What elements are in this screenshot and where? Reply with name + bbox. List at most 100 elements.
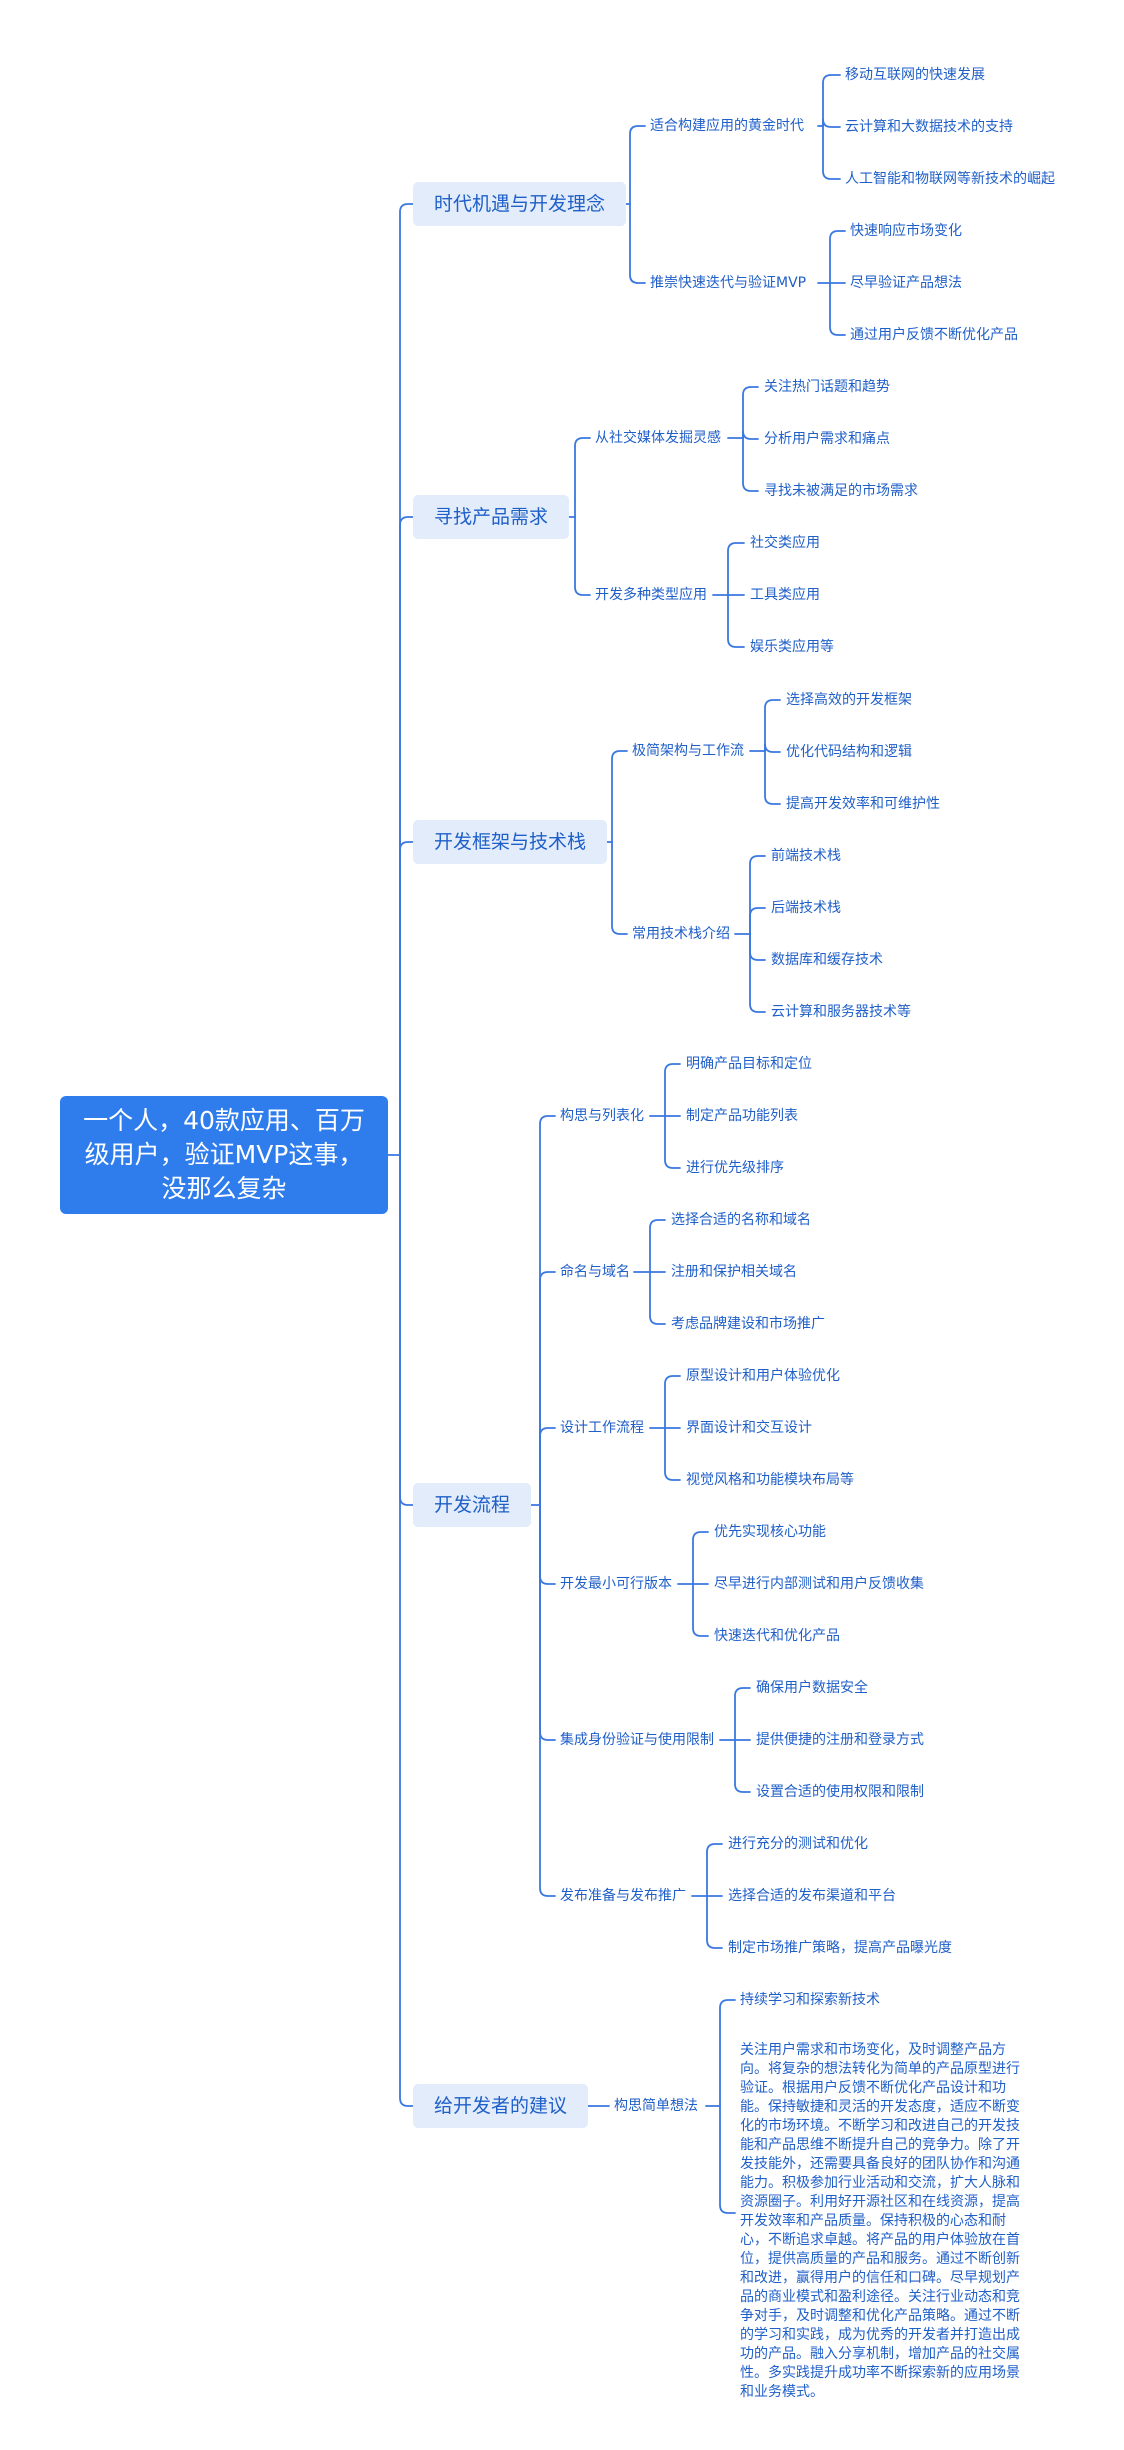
node-golden-era[interactable]: 适合构建应用的黄金时代 bbox=[650, 118, 804, 134]
node-social-inspiration[interactable]: 从社交媒体发掘灵感 bbox=[595, 430, 721, 446]
leaf-keep-learning[interactable]: 持续学习和探索新技术 bbox=[740, 1992, 880, 2008]
b0c1-fork-link-2 bbox=[829, 282, 846, 336]
b3c5-fork-link-2 bbox=[706, 1895, 723, 1949]
leaf-maintainability[interactable]: 提高开发效率和可维护性 bbox=[786, 796, 940, 812]
b2c1-fork-link-2 bbox=[749, 933, 766, 961]
node-minimal-architecture[interactable]: 极简架构与工作流 bbox=[632, 743, 744, 759]
branch-dev-process[interactable]: 开发流程 bbox=[413, 1483, 532, 1527]
leaf-entertainment-apps[interactable]: 娱乐类应用等 bbox=[750, 639, 834, 655]
b3-fork-link-0 bbox=[539, 1115, 556, 1506]
b3c2-fork-link-2 bbox=[664, 1427, 681, 1481]
b1c1-fork-link-0 bbox=[727, 542, 745, 596]
b2-fork-link-0 bbox=[611, 750, 628, 843]
leaf-feature-list[interactable]: 制定产品功能列表 bbox=[686, 1108, 798, 1124]
b2c1-fork-link-1 bbox=[749, 907, 766, 935]
node-tech-stack[interactable]: 常用技术栈介绍 bbox=[632, 926, 730, 942]
node-release-promotion[interactable]: 发布准备与发布推广 bbox=[560, 1888, 686, 1904]
node-design-workflow[interactable]: 设计工作流程 bbox=[560, 1420, 644, 1436]
branch-find-needs[interactable]: 寻找产品需求 bbox=[413, 495, 570, 539]
leaf-visual-layout[interactable]: 视觉风格和功能模块布局等 bbox=[686, 1472, 854, 1488]
leaf-respond-market[interactable]: 快速响应市场变化 bbox=[850, 223, 962, 239]
b0c0-fork-link-2 bbox=[822, 125, 841, 180]
branch-advice[interactable]: 给开发者的建议 bbox=[413, 2084, 589, 2128]
root-fork-link-0 bbox=[399, 203, 414, 1156]
b2c0-fork-link-0 bbox=[764, 699, 781, 752]
b1c0-fork-link-1 bbox=[742, 430, 759, 440]
b3c4-fork-link-0 bbox=[734, 1687, 751, 1741]
node-app-types[interactable]: 开发多种类型应用 bbox=[595, 587, 707, 603]
leaf-ui-interaction[interactable]: 界面设计和交互设计 bbox=[686, 1420, 812, 1436]
b3-fork-link-1 bbox=[539, 1271, 556, 1506]
b0c0-fork-link-1 bbox=[822, 118, 841, 128]
b3c0-fork-link-0 bbox=[664, 1063, 681, 1117]
node-mvp[interactable]: 开发最小可行版本 bbox=[560, 1576, 672, 1592]
b3c1-fork-link-0 bbox=[649, 1219, 666, 1273]
leaf-backend[interactable]: 后端技术栈 bbox=[771, 900, 841, 916]
leaf-release-channels[interactable]: 选择合适的发布渠道和平台 bbox=[728, 1888, 896, 1904]
leaf-cloud-bigdata[interactable]: 云计算和大数据技术的支持 bbox=[845, 119, 1013, 135]
b1-fork-link-0 bbox=[574, 437, 591, 518]
leaf-marketing-strategy[interactable]: 制定市场推广策略，提高产品曝光度 bbox=[728, 1940, 952, 1956]
b3-fork-link-4 bbox=[539, 1504, 556, 1741]
leaf-login-methods[interactable]: 提供便捷的注册和登录方式 bbox=[756, 1732, 924, 1748]
leaf-iterate-optimize[interactable]: 快速迭代和优化产品 bbox=[714, 1628, 840, 1644]
b1c1-fork-link-2 bbox=[727, 594, 745, 648]
leaf-data-security[interactable]: 确保用户数据安全 bbox=[756, 1680, 868, 1696]
leaf-permissions[interactable]: 设置合适的使用权限和限制 bbox=[756, 1784, 924, 1800]
leaf-hot-topics[interactable]: 关注热门话题和趋势 bbox=[764, 379, 890, 395]
leaf-efficient-framework[interactable]: 选择高效的开发框架 bbox=[786, 692, 912, 708]
leaf-choose-name[interactable]: 选择合适的名称和域名 bbox=[671, 1212, 811, 1228]
root-fork-link-1 bbox=[399, 516, 414, 1156]
b3c3-fork-link-0 bbox=[692, 1531, 709, 1585]
leaf-frontend[interactable]: 前端技术栈 bbox=[771, 848, 841, 864]
b3-fork-link-5 bbox=[539, 1504, 556, 1897]
b2c1-fork-link-0 bbox=[749, 855, 766, 935]
leaf-internal-testing[interactable]: 尽早进行内部测试和用户反馈收集 bbox=[714, 1576, 924, 1592]
branch-frameworks[interactable]: 开发框架与技术栈 bbox=[413, 820, 608, 864]
b4c0-fork-link-0 bbox=[719, 1999, 736, 2107]
leaf-social-apps[interactable]: 社交类应用 bbox=[750, 535, 820, 551]
leaf-cloud-server[interactable]: 云计算和服务器技术等 bbox=[771, 1004, 911, 1020]
leaf-database-cache[interactable]: 数据库和缓存技术 bbox=[771, 952, 883, 968]
b3c4-fork-link-2 bbox=[734, 1739, 751, 1793]
b3c3-fork-link-2 bbox=[692, 1583, 709, 1637]
b0c1-fork-link-0 bbox=[829, 230, 846, 284]
leaf-optimize-code[interactable]: 优化代码结构和逻辑 bbox=[786, 744, 912, 760]
leaf-validate-early[interactable]: 尽早验证产品想法 bbox=[850, 275, 962, 291]
root-fork-link-4 bbox=[399, 1154, 414, 2107]
node-fast-iteration[interactable]: 推崇快速迭代与验证MVP bbox=[650, 275, 807, 291]
leaf-advice-paragraph[interactable]: 关注用户需求和市场变化，及时调整产品方向。将复杂的想法转化为简单的产品原型进行验… bbox=[740, 2042, 1020, 2400]
node-auth-limits[interactable]: 集成身份验证与使用限制 bbox=[560, 1732, 714, 1748]
leaf-prototype-ux[interactable]: 原型设计和用户体验优化 bbox=[686, 1368, 840, 1384]
leaf-ai-iot[interactable]: 人工智能和物联网等新技术的崛起 bbox=[845, 171, 1055, 187]
root-node[interactable]: 一个人，40款应用、百万级用户，验证MVP这事，没那么复杂 bbox=[60, 1096, 388, 1214]
b4c0-fork-link-1 bbox=[719, 2105, 736, 2214]
leaf-priority[interactable]: 进行优先级排序 bbox=[686, 1160, 784, 1176]
b0-fork-link-0 bbox=[629, 125, 646, 205]
b1-fork-link-1 bbox=[574, 516, 591, 596]
node-naming-domain[interactable]: 命名与域名 bbox=[560, 1264, 630, 1280]
b2c1-fork-link-3 bbox=[749, 933, 766, 1013]
root-title: 一个人，40款应用、百万级用户，验证MVP这事，没那么复杂 bbox=[83, 1106, 365, 1203]
b1c0-fork-link-0 bbox=[742, 386, 759, 439]
leaf-product-goals[interactable]: 明确产品目标和定位 bbox=[686, 1056, 812, 1072]
leaf-unmet-needs[interactable]: 寻找未被满足的市场需求 bbox=[764, 483, 918, 499]
b3-fork-link-2 bbox=[539, 1427, 556, 1506]
leaf-mobile-internet[interactable]: 移动互联网的快速发展 bbox=[845, 67, 985, 83]
leaf-core-features[interactable]: 优先实现核心功能 bbox=[714, 1524, 826, 1540]
b3c0-fork-link-2 bbox=[664, 1115, 681, 1169]
b0-fork-link-1 bbox=[629, 203, 646, 284]
leaf-tool-apps[interactable]: 工具类应用 bbox=[750, 587, 820, 603]
b3c1-fork-link-2 bbox=[649, 1271, 666, 1325]
leaf-branding[interactable]: 考虑品牌建设和市场推广 bbox=[671, 1316, 825, 1332]
leaf-full-testing[interactable]: 进行充分的测试和优化 bbox=[728, 1836, 868, 1852]
leaf-pain-points[interactable]: 分析用户需求和痛点 bbox=[764, 431, 890, 447]
b2-fork-link-1 bbox=[611, 841, 628, 935]
node-ideation-listing[interactable]: 构思与列表化 bbox=[560, 1108, 644, 1124]
node-simple-ideas[interactable]: 构思简单想法 bbox=[614, 2098, 698, 2114]
leaf-register-domain[interactable]: 注册和保护相关域名 bbox=[671, 1264, 797, 1280]
b2c0-fork-link-2 bbox=[764, 750, 781, 805]
leaf-user-feedback[interactable]: 通过用户反馈不断优化产品 bbox=[850, 327, 1018, 343]
branch-era-opportunity[interactable]: 时代机遇与开发理念 bbox=[413, 182, 627, 226]
